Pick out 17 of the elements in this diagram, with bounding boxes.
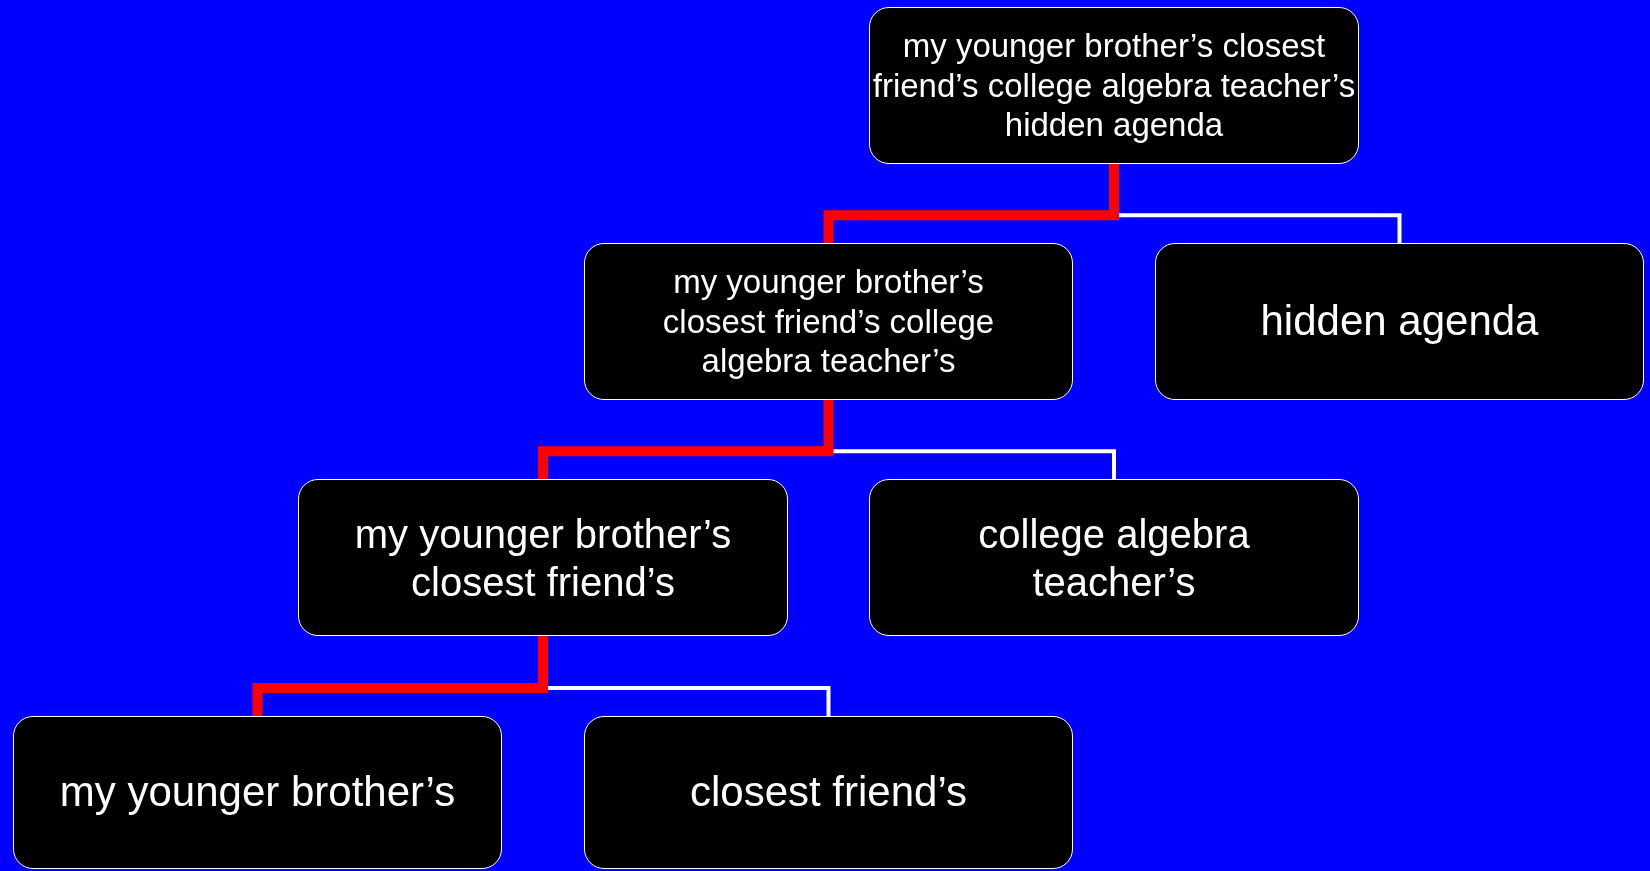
process-box [584,716,1073,869]
node-label: my younger brother’s [59,767,456,818]
connector-line [252,636,548,716]
node-label: my younger brother’s closest friend’s [353,510,733,606]
process-box [13,716,502,869]
process-box [869,7,1359,164]
process-box [584,243,1073,400]
node-label: closest friend’s [690,767,967,818]
node-label: hidden agenda [1260,296,1539,347]
connector-line [823,164,1119,243]
node-label: my younger brother’s closest friend’s college algebra teacher’s [661,262,996,381]
process-box [298,479,788,636]
process-box [869,479,1359,636]
connector-line [538,400,834,479]
node-label: college algebra teacher’s [977,510,1251,606]
process-box [1155,243,1644,400]
node-label: my younger brother’s closest friend’s college algebra teacher’s hidden agenda [871,26,1357,145]
